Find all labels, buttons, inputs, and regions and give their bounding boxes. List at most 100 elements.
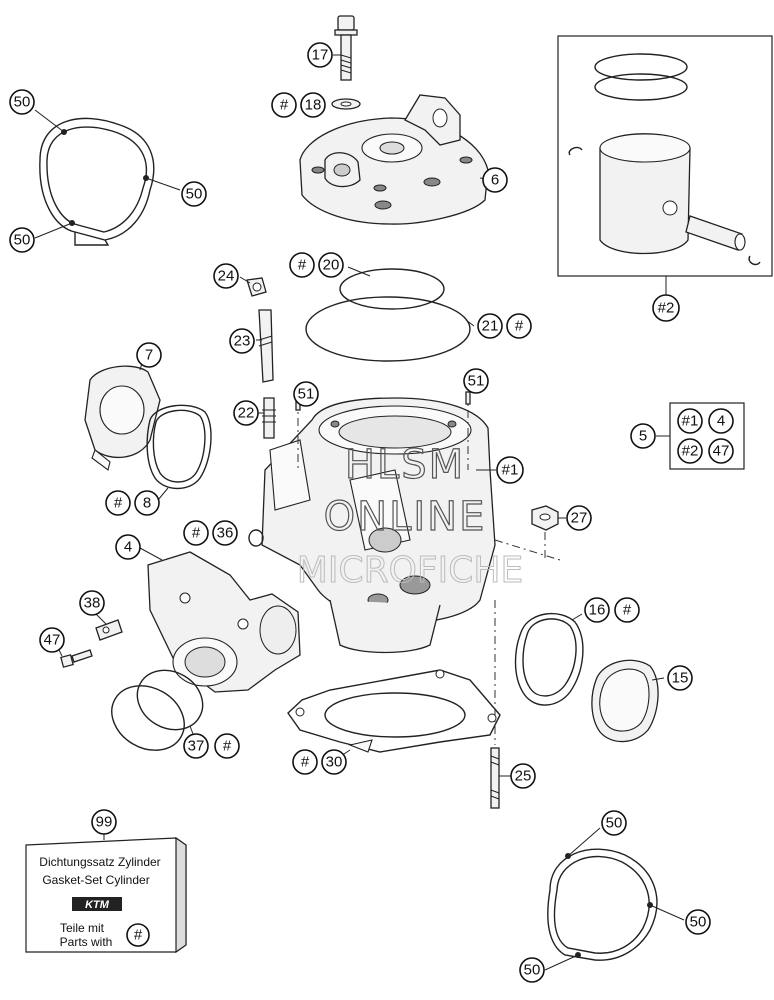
svg-text:#2: #2: [658, 300, 675, 317]
kit-callout-47: 47: [708, 438, 734, 464]
watermark-line-2: ONLINE: [324, 494, 487, 540]
svg-text:#: #: [223, 738, 232, 755]
cylinder-base-gasket: [287, 669, 501, 753]
callout-50-br-right: 50: [685, 909, 711, 935]
callout-50-br-bottom: 50: [519, 957, 545, 983]
exhaust-cover-gasket: [146, 404, 212, 490]
watermark: HLSM ONLINE MICROFICHE: [296, 441, 523, 591]
callout-18-hash: #: [271, 92, 297, 118]
svg-text:#: #: [515, 318, 524, 335]
svg-text:#: #: [192, 525, 201, 542]
svg-text:22: 22: [238, 405, 255, 422]
ktm-logo: KTM: [85, 899, 110, 911]
svg-text:#: #: [280, 97, 289, 114]
svg-text:51: 51: [468, 373, 485, 390]
svg-text:7: 7: [145, 347, 153, 364]
callout-38: 38: [79, 590, 105, 616]
callout-5: 5: [630, 423, 656, 449]
gasket-kit-line-4: Parts with: [60, 935, 113, 949]
callout-37-hash: #: [214, 733, 240, 759]
svg-text:38: 38: [84, 595, 101, 612]
svg-text:15: 15: [672, 670, 689, 687]
svg-text:25: 25: [515, 768, 532, 785]
callout-50-tl-bottom: 50: [9, 227, 35, 253]
svg-text:47: 47: [713, 443, 730, 460]
callout-1: #1: [496, 456, 524, 484]
callout-20-hash: #: [289, 252, 315, 278]
side-cover: [591, 659, 659, 743]
callout-16: 16: [584, 597, 610, 623]
screw: [60, 649, 93, 668]
callout-15: 15: [667, 665, 693, 691]
callout-51-right: 51: [463, 368, 489, 394]
svg-text:50: 50: [606, 815, 623, 832]
exhaust-control-cover: [84, 365, 161, 471]
callout-16-hash: #: [614, 597, 640, 623]
svg-text:50: 50: [14, 232, 31, 249]
gasket-kit-hash-callout: #: [126, 923, 150, 947]
callout-47: 47: [39, 627, 65, 653]
gasket-kit-line-2: Gasket-Set Cylinder: [42, 873, 149, 887]
svg-text:21: 21: [482, 318, 499, 335]
callout-21-hash: #: [506, 313, 532, 339]
svg-text:51: 51: [298, 386, 315, 403]
svg-text:36: 36: [217, 525, 234, 542]
svg-text:47: 47: [44, 632, 61, 649]
svg-text:18: 18: [305, 97, 322, 114]
callout-8-hash: #: [105, 490, 131, 516]
watermark-line-3: MICROFICHE: [297, 550, 523, 591]
side-cover-gasket: [514, 612, 584, 706]
svg-text:6: 6: [491, 172, 499, 189]
svg-text:24: 24: [218, 268, 235, 285]
svg-text:50: 50: [14, 94, 31, 111]
hose: [258, 309, 274, 383]
cylinder-head: [299, 94, 489, 225]
callout-30-hash: #: [292, 749, 318, 775]
o-rings-head: [305, 268, 471, 362]
svg-text:50: 50: [186, 186, 203, 203]
callout-25: 25: [510, 763, 536, 789]
o-rings-intake: [111, 669, 204, 751]
gasket-kit-box: [25, 836, 187, 954]
callout-27: 27: [566, 505, 592, 531]
callout-36: 36: [212, 520, 238, 546]
svg-text:#: #: [623, 602, 632, 619]
svg-text:#2: #2: [682, 443, 699, 460]
svg-text:#: #: [134, 927, 143, 944]
svg-text:4: 4: [124, 539, 132, 556]
svg-text:99: 99: [96, 814, 113, 831]
svg-text:#1: #1: [502, 462, 519, 479]
piston-box: [557, 35, 773, 277]
callout-50-tl-top: 50: [9, 89, 35, 115]
cover-gasket-bottom-right: [547, 848, 658, 961]
svg-text:8: 8: [143, 495, 151, 512]
callout-51-left: 51: [293, 381, 319, 407]
watermark-line-1: HLSM: [345, 442, 465, 488]
stud: [490, 747, 500, 809]
callout-20: 20: [318, 252, 344, 278]
callout-8: 8: [134, 490, 160, 516]
callout-24: 24: [213, 263, 239, 289]
callout-6: 6: [482, 167, 508, 193]
callout-23: 23: [229, 328, 255, 354]
svg-text:30: 30: [326, 754, 343, 771]
washer: [331, 98, 361, 110]
svg-text:16: 16: [589, 602, 606, 619]
callout-37: 37: [183, 733, 209, 759]
callout-99: 99: [91, 809, 117, 835]
intake-flange: [147, 551, 301, 693]
callout-30: 30: [321, 749, 347, 775]
callout-18: 18: [300, 92, 326, 118]
svg-text:50: 50: [524, 962, 541, 979]
svg-text:37: 37: [188, 738, 205, 755]
svg-text:#: #: [298, 257, 307, 274]
cylinder: [261, 397, 496, 654]
callout-21: 21: [477, 313, 503, 339]
callout-36-hash: #: [183, 520, 209, 546]
callout-50-tl-right: 50: [181, 181, 207, 207]
svg-text:23: 23: [234, 333, 251, 350]
banjo-fitting: [246, 277, 267, 297]
nut: [531, 505, 559, 531]
kit-callout-hash1: #1: [677, 408, 703, 434]
